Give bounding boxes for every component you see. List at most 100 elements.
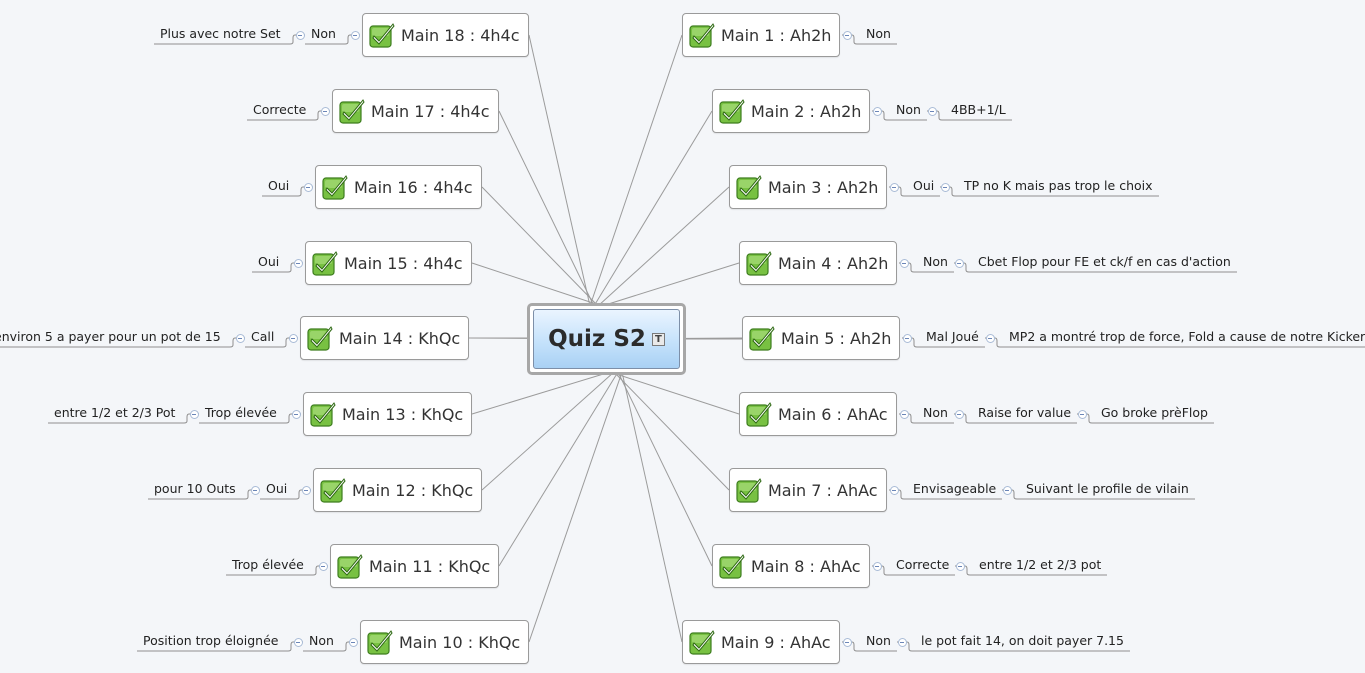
collapse-toggle-icon[interactable] xyxy=(291,409,301,419)
answer-leaf[interactable]: environ 5 a payer pour un pot de 15 xyxy=(0,329,221,344)
answer-leaf[interactable]: Non xyxy=(923,405,948,420)
subtopic-label: Main 13 : KhQc xyxy=(342,404,464,424)
subtopic-main-4[interactable]: Main 4 : Ah2h xyxy=(739,241,898,285)
subtopic-main-5[interactable]: Main 5 : Ah2h xyxy=(742,316,901,360)
subtopic-label: Main 12 : KhQc xyxy=(352,480,474,500)
subtopic-main-1[interactable]: Main 1 : Ah2h xyxy=(682,13,841,57)
subtopic-label: Main 9 : AhAc xyxy=(721,632,831,652)
collapse-toggle-icon[interactable] xyxy=(303,182,313,192)
collapse-toggle-icon[interactable] xyxy=(954,258,964,268)
subtopic-label: Main 15 : 4h4c xyxy=(344,253,463,273)
answer-leaf[interactable]: Non xyxy=(866,633,891,648)
collapse-toggle-icon[interactable] xyxy=(842,30,852,40)
collapse-toggle-icon[interactable] xyxy=(940,182,950,192)
collapse-toggle-icon[interactable] xyxy=(348,637,358,647)
collapse-toggle-icon[interactable] xyxy=(889,182,899,192)
task-done-check-icon xyxy=(736,478,762,503)
subtopic-label: Main 1 : Ah2h xyxy=(721,25,832,45)
answer-leaf[interactable]: Correcte xyxy=(896,557,950,572)
collapse-toggle-icon[interactable] xyxy=(872,106,882,116)
answer-leaf[interactable]: entre 1/2 et 2/3 Pot xyxy=(54,405,176,420)
collapse-toggle-icon[interactable] xyxy=(295,30,305,40)
collapse-toggle-icon[interactable] xyxy=(985,333,995,343)
collapse-toggle-icon[interactable] xyxy=(955,561,965,571)
subtopic-main-13[interactable]: Main 13 : KhQc xyxy=(303,392,473,436)
answer-leaf[interactable]: Mal Joué xyxy=(926,329,979,344)
subtopic-label: Main 2 : Ah2h xyxy=(751,101,862,121)
answer-leaf[interactable]: Correcte xyxy=(253,102,307,117)
subtopic-main-2[interactable]: Main 2 : Ah2h xyxy=(712,89,871,133)
answer-leaf[interactable]: entre 1/2 et 2/3 pot xyxy=(979,557,1102,572)
collapse-toggle-icon[interactable] xyxy=(189,409,199,419)
subtopic-label: Main 8 : AhAc xyxy=(751,556,861,576)
collapse-toggle-icon[interactable] xyxy=(288,333,298,343)
answer-leaf[interactable]: Non xyxy=(309,633,334,648)
subtopic-label: Main 16 : 4h4c xyxy=(354,177,473,197)
collapse-toggle-icon[interactable] xyxy=(293,637,303,647)
answer-leaf[interactable]: Non xyxy=(866,26,891,41)
collapse-toggle-icon[interactable] xyxy=(235,333,245,343)
answer-leaf[interactable]: Oui xyxy=(258,254,280,269)
answer-leaf[interactable]: le pot fait 14, on doit payer 7.15 xyxy=(921,633,1124,648)
task-done-check-icon xyxy=(310,402,336,427)
collapse-toggle-icon[interactable] xyxy=(899,409,909,419)
answer-leaf[interactable]: Envisageable xyxy=(913,481,997,496)
subtopic-main-6[interactable]: Main 6 : AhAc xyxy=(739,392,897,436)
answer-leaf[interactable]: Trop élevée xyxy=(205,405,277,420)
subtopic-main-16[interactable]: Main 16 : 4h4c xyxy=(315,165,482,209)
central-topic-label: Quiz S2 xyxy=(548,326,646,352)
answer-leaf[interactable]: Cbet Flop pour FE et ck/f en cas d'actio… xyxy=(978,254,1231,269)
collapse-toggle-icon[interactable] xyxy=(927,106,937,116)
text-note-icon[interactable]: T xyxy=(651,332,665,346)
answer-leaf[interactable]: TP no K mais pas trop le choix xyxy=(964,178,1153,193)
answer-leaf[interactable]: Non xyxy=(923,254,948,269)
subtopic-label: Main 4 : Ah2h xyxy=(778,253,889,273)
subtopic-main-8[interactable]: Main 8 : AhAc xyxy=(712,544,870,588)
answer-leaf[interactable]: Oui xyxy=(268,178,290,193)
collapse-toggle-icon[interactable] xyxy=(897,637,907,647)
collapse-toggle-icon[interactable] xyxy=(318,561,328,571)
collapse-toggle-icon[interactable] xyxy=(899,258,909,268)
answer-leaf[interactable]: Non xyxy=(896,102,921,117)
answer-leaf[interactable]: 4BB+1/L xyxy=(951,102,1006,117)
answer-leaf[interactable]: Oui xyxy=(913,178,935,193)
task-done-check-icon xyxy=(307,326,333,351)
answer-leaf[interactable]: Oui xyxy=(266,481,288,496)
subtopic-label: Main 6 : AhAc xyxy=(778,404,888,424)
answer-leaf[interactable]: Raise for value xyxy=(978,405,1072,420)
answer-leaf[interactable]: Non xyxy=(311,26,336,41)
collapse-toggle-icon[interactable] xyxy=(320,106,330,116)
answer-leaf[interactable]: Go broke prèFlop xyxy=(1101,405,1208,420)
subtopic-main-18[interactable]: Main 18 : 4h4c xyxy=(362,13,529,57)
collapse-toggle-icon[interactable] xyxy=(872,561,882,571)
collapse-toggle-icon[interactable] xyxy=(842,637,852,647)
collapse-toggle-icon[interactable] xyxy=(954,409,964,419)
answer-leaf[interactable]: Suivant le profile de vilain xyxy=(1026,481,1189,496)
central-topic[interactable]: Quiz S2 T xyxy=(527,303,686,375)
answer-leaf[interactable]: pour 10 Outs xyxy=(154,481,236,496)
collapse-toggle-icon[interactable] xyxy=(1077,409,1087,419)
subtopic-main-9[interactable]: Main 9 : AhAc xyxy=(682,620,840,664)
subtopic-main-10[interactable]: Main 10 : KhQc xyxy=(360,620,530,664)
collapse-toggle-icon[interactable] xyxy=(293,258,303,268)
answer-leaf[interactable]: MP2 a montré trop de force, Fold a cause… xyxy=(1009,329,1365,344)
subtopic-main-11[interactable]: Main 11 : KhQc xyxy=(330,544,500,588)
collapse-toggle-icon[interactable] xyxy=(1002,485,1012,495)
collapse-toggle-icon[interactable] xyxy=(902,333,912,343)
subtopic-main-14[interactable]: Main 14 : KhQc xyxy=(300,316,470,360)
answer-leaf[interactable]: Position trop éloignée xyxy=(143,633,279,648)
subtopic-main-12[interactable]: Main 12 : KhQc xyxy=(313,468,483,512)
subtopic-main-7[interactable]: Main 7 : AhAc xyxy=(729,468,887,512)
subtopic-main-15[interactable]: Main 15 : 4h4c xyxy=(305,241,472,285)
answer-leaf[interactable]: Trop élevée xyxy=(232,557,304,572)
central-topic-box[interactable]: Quiz S2 T xyxy=(533,309,680,369)
collapse-toggle-icon[interactable] xyxy=(350,30,360,40)
task-done-check-icon xyxy=(320,478,346,503)
answer-leaf[interactable]: Plus avec notre Set xyxy=(160,26,281,41)
collapse-toggle-icon[interactable] xyxy=(889,485,899,495)
collapse-toggle-icon[interactable] xyxy=(250,485,260,495)
subtopic-main-17[interactable]: Main 17 : 4h4c xyxy=(332,89,499,133)
answer-leaf[interactable]: Call xyxy=(251,329,275,344)
collapse-toggle-icon[interactable] xyxy=(301,485,311,495)
subtopic-main-3[interactable]: Main 3 : Ah2h xyxy=(729,165,888,209)
